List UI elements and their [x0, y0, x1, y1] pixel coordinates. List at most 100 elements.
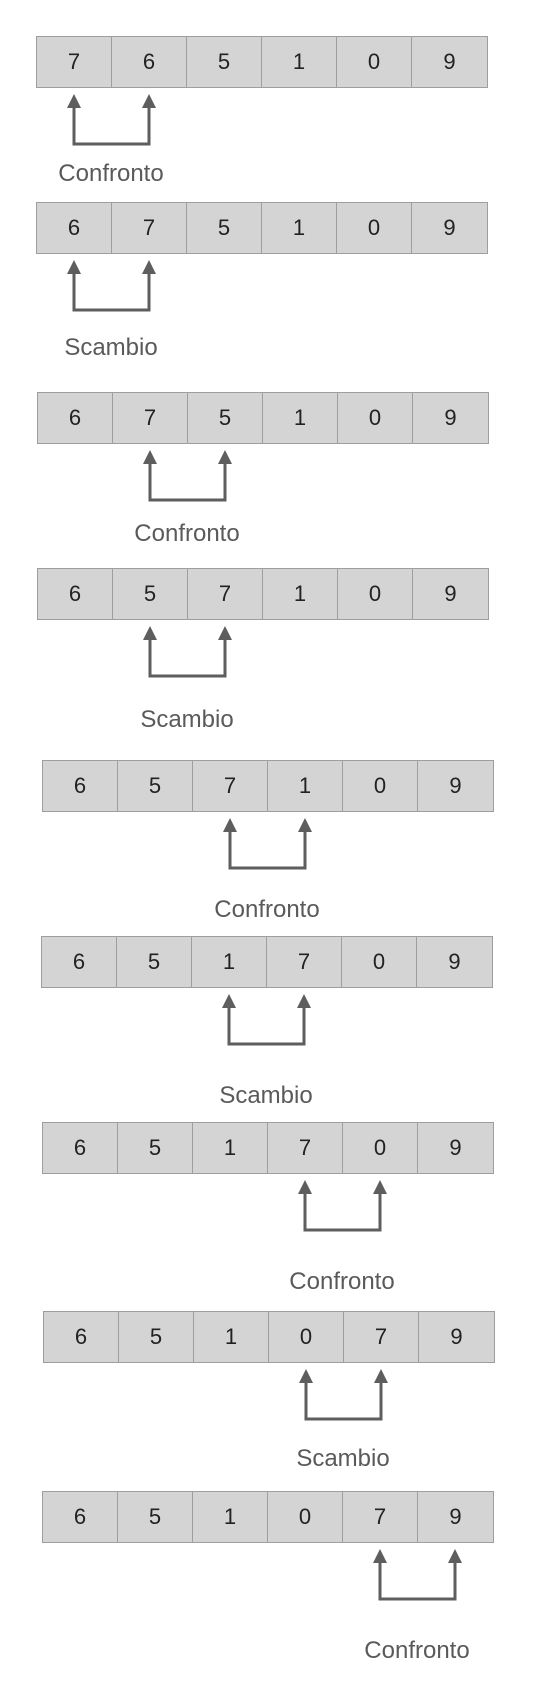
arrow-up-left-icon	[221, 994, 236, 1008]
array-cell: 6	[43, 761, 118, 811]
array-cell: 5	[118, 1492, 193, 1542]
compare-bracket-arrow-icon	[372, 1549, 462, 1601]
arrow-up-left-icon	[66, 94, 81, 108]
bracket-line	[303, 1192, 381, 1232]
bracket-line	[148, 638, 226, 678]
array-cell: 1	[193, 1123, 268, 1173]
array-cell: 1	[263, 569, 338, 619]
compare-bracket-arrow-icon	[221, 994, 311, 1046]
step-action-label: Confronto	[134, 520, 240, 547]
array-cell: 0	[338, 569, 413, 619]
array-cell: 0	[343, 1123, 418, 1173]
compare-bracket-arrow-icon	[142, 450, 232, 502]
array-cell: 6	[38, 393, 113, 443]
array-cell: 7	[343, 1492, 418, 1542]
array-cell: 1	[192, 937, 267, 987]
array-cell: 0	[269, 1312, 344, 1362]
array-cell: 5	[113, 569, 188, 619]
arrow-up-left-icon	[66, 260, 81, 274]
array-cell: 5	[117, 937, 192, 987]
array-cell: 1	[193, 1492, 268, 1542]
array-cell: 6	[112, 37, 187, 87]
bracket-line	[72, 106, 150, 146]
arrow-up-right-icon	[373, 1369, 388, 1383]
array-cell: 0	[338, 393, 413, 443]
array-cell: 5	[188, 393, 263, 443]
step-action-label: Scambio	[140, 706, 234, 733]
bracket-line	[72, 272, 150, 312]
array-cell: 9	[444, 405, 457, 430]
array-cell: 9	[449, 773, 462, 798]
array-cell: 6	[38, 569, 113, 619]
array-cell: 9	[443, 49, 456, 74]
array-cell: 7	[113, 393, 188, 443]
arrow-up-left-icon	[297, 1180, 312, 1194]
array-cell: 0	[268, 1492, 343, 1542]
arrow-up-right-icon	[447, 1549, 462, 1563]
compare-bracket-arrow-icon	[298, 1369, 388, 1421]
compare-bracket-arrow-icon	[142, 626, 232, 678]
array-cell: 7	[37, 37, 112, 87]
arrow-up-right-icon	[372, 1180, 387, 1194]
arrow-up-right-icon	[297, 818, 312, 832]
array-cell: 7	[267, 937, 342, 987]
compare-bracket-arrow-icon	[297, 1180, 387, 1232]
step-action-label: Scambio	[219, 1082, 313, 1109]
array-cell: 6	[43, 1123, 118, 1173]
array-cell: 6	[43, 1492, 118, 1542]
array-cell: 6	[37, 203, 112, 253]
array-cell: 0	[343, 761, 418, 811]
array-cell: 1	[262, 203, 337, 253]
step-action-label: Confronto	[58, 160, 164, 187]
array-cell: 1	[262, 37, 337, 87]
bracket-line	[378, 1561, 456, 1601]
array-cell: 6	[42, 937, 117, 987]
bracket-line	[148, 462, 226, 502]
arrow-up-right-icon	[141, 260, 156, 274]
arrow-up-right-icon	[296, 994, 311, 1008]
array-cell: 0	[337, 37, 412, 87]
compare-bracket-arrow-icon	[66, 94, 156, 146]
array-cell: 5	[118, 1123, 193, 1173]
arrow-up-left-icon	[142, 450, 157, 464]
array-cell: 9	[449, 1504, 462, 1529]
bracket-line	[304, 1381, 382, 1421]
array-cell: 1	[194, 1312, 269, 1362]
array-cell: 0	[342, 937, 417, 987]
bracket-line	[227, 1006, 305, 1046]
step-action-label: Confronto	[214, 896, 320, 923]
step-action-label: Confronto	[364, 1637, 470, 1664]
array-cell: 7	[344, 1312, 419, 1362]
bracket-line	[228, 830, 306, 870]
step-action-label: Confronto	[289, 1268, 395, 1295]
array-cell: 9	[450, 1324, 463, 1349]
array-cell: 5	[187, 37, 262, 87]
arrow-up-left-icon	[222, 818, 237, 832]
array-cell: 9	[444, 581, 457, 606]
arrow-up-left-icon	[372, 1549, 387, 1563]
array-cell: 9	[443, 215, 456, 240]
array-cell: 1	[263, 393, 338, 443]
array-cell: 9	[449, 1135, 462, 1160]
array-cell: 6	[44, 1312, 119, 1362]
step-action-label: Scambio	[64, 334, 158, 361]
array-cell: 7	[268, 1123, 343, 1173]
step-action-label: Scambio	[296, 1445, 390, 1472]
array-cell: 5	[119, 1312, 194, 1362]
arrow-up-left-icon	[142, 626, 157, 640]
array-cell: 7	[193, 761, 268, 811]
array-cell: 5	[118, 761, 193, 811]
